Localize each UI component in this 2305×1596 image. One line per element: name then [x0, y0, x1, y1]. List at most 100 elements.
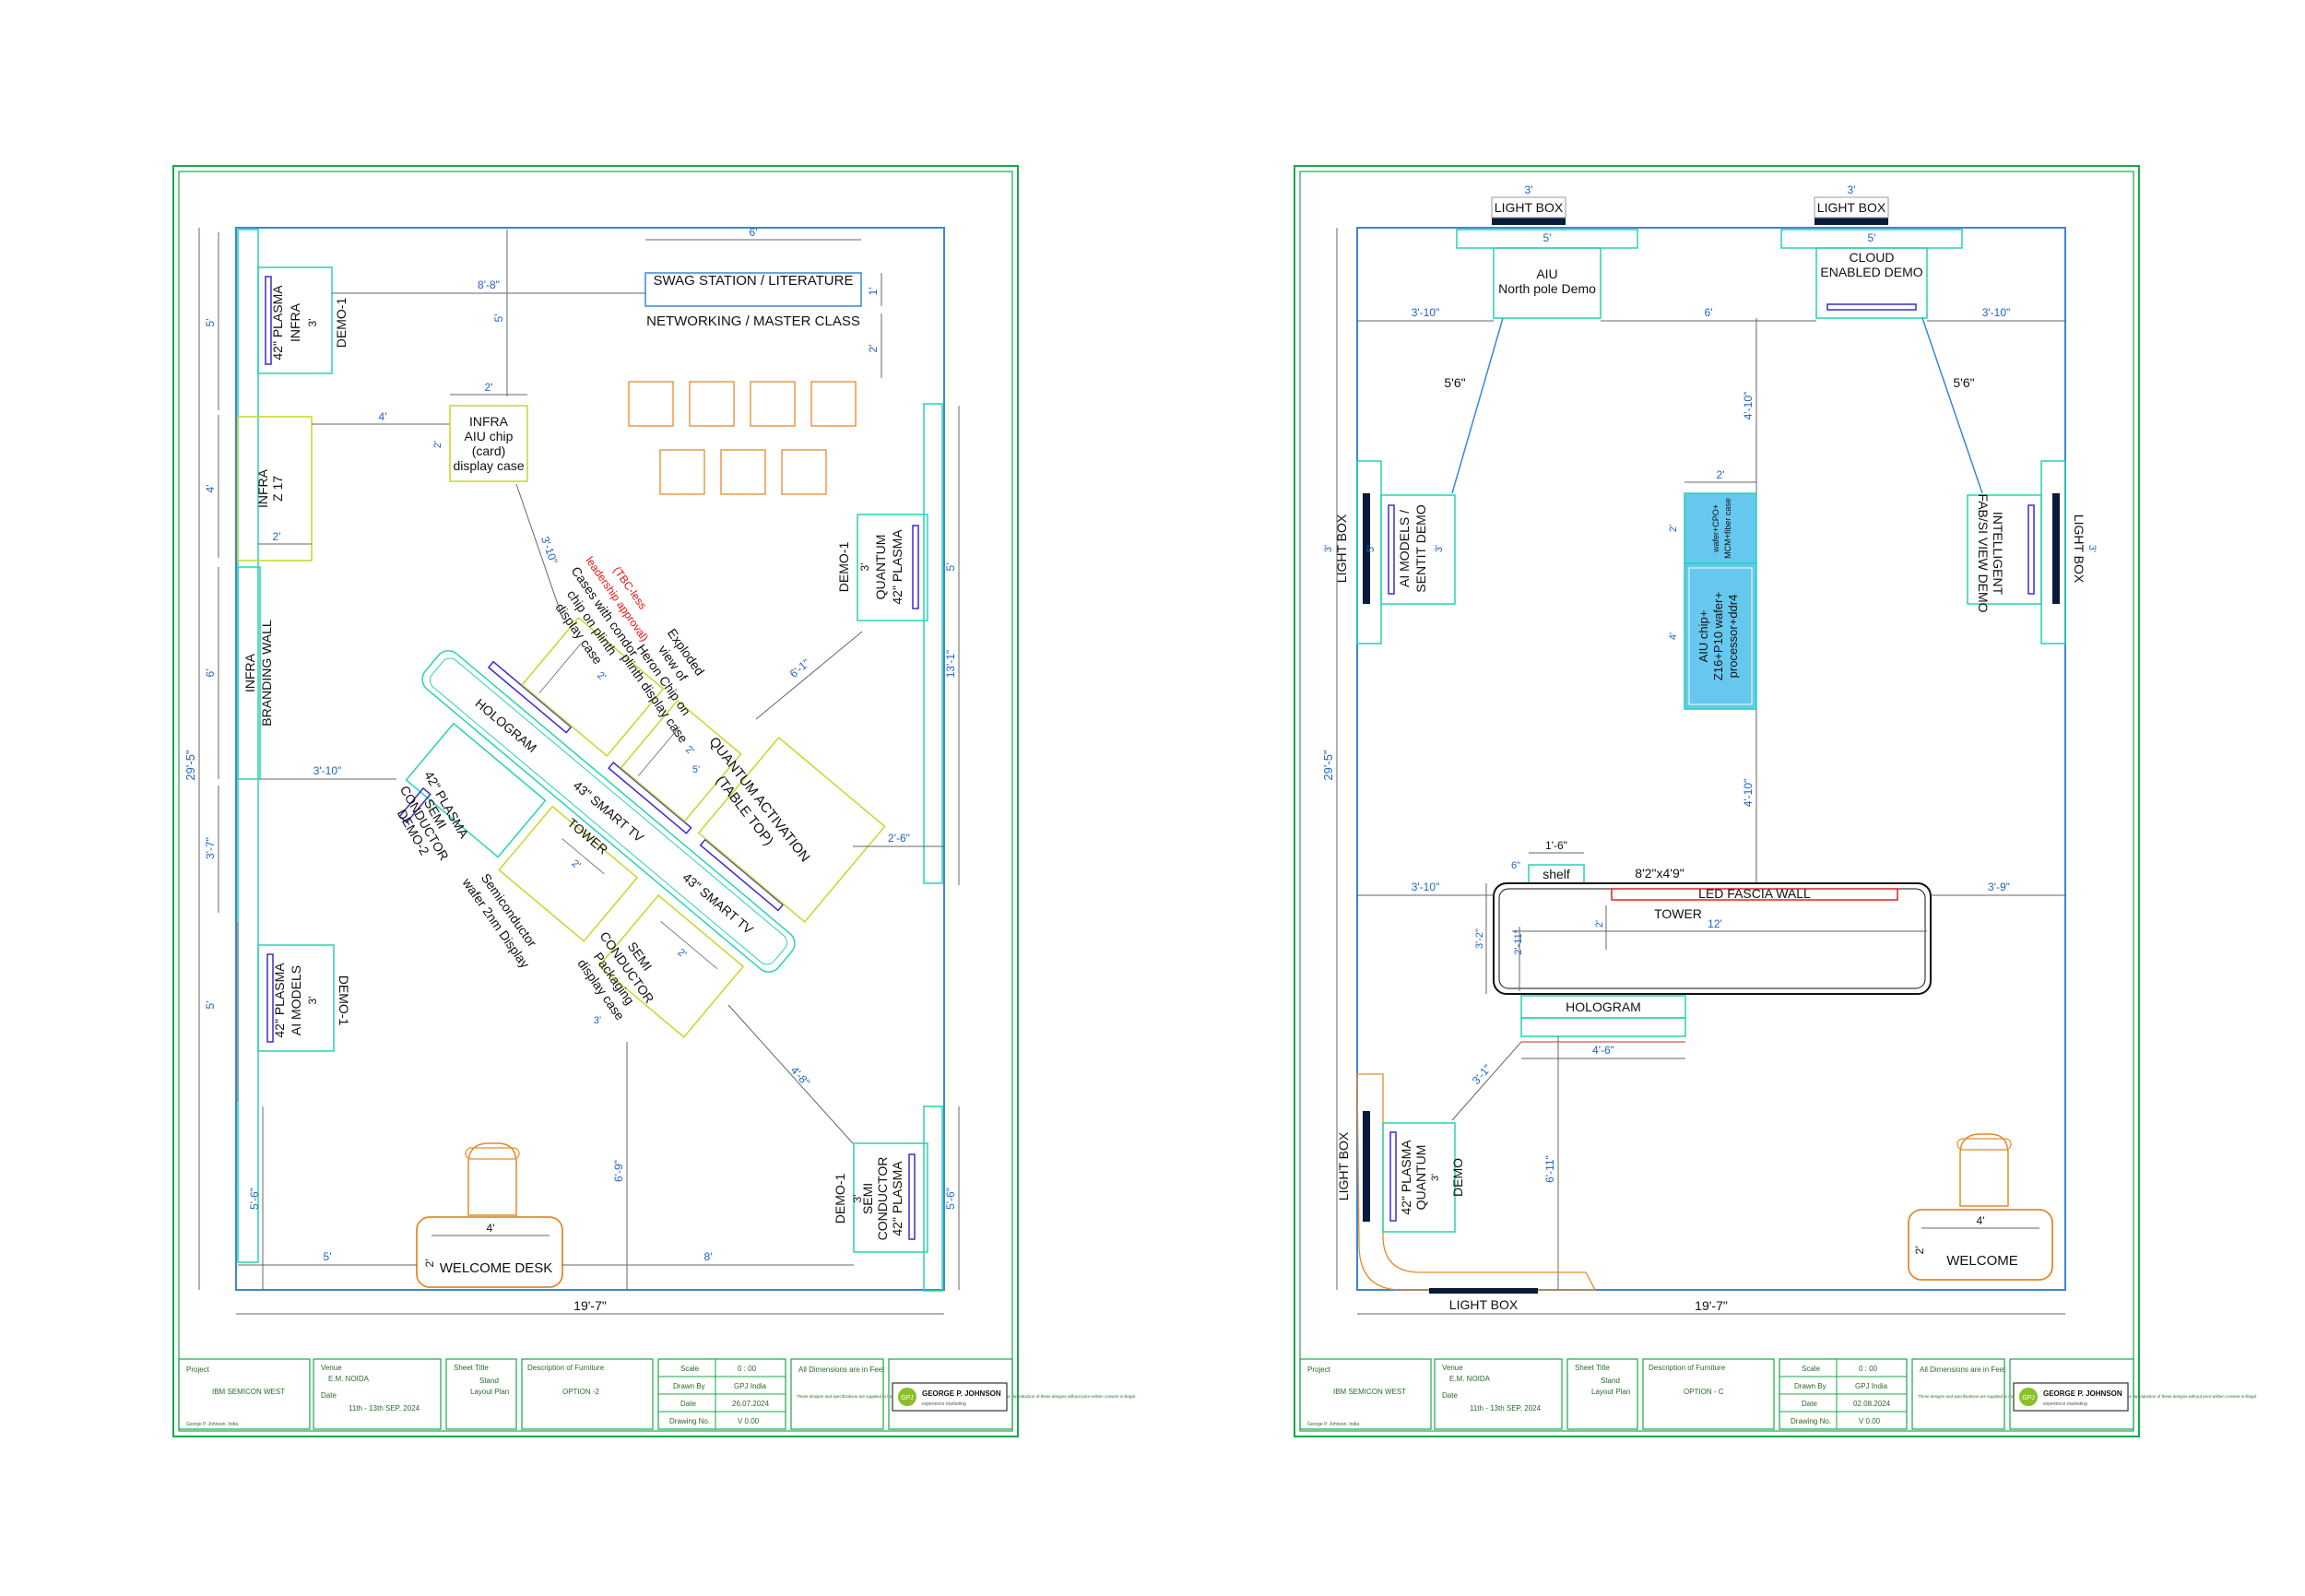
svg-text:3': 3': [306, 319, 319, 327]
svg-text:IBM SEMICON WEST: IBM SEMICON WEST: [1333, 1388, 1406, 1396]
right-wall-strip-lower: [923, 1105, 943, 1292]
svg-text:Drawn By: Drawn By: [1794, 1382, 1826, 1390]
svg-text:Venue: Venue: [1442, 1364, 1463, 1372]
svg-text:4': 4': [379, 410, 387, 423]
semi-plasma-demo2: [405, 722, 547, 858]
svg-text:Drawn By: Drawn By: [673, 1382, 705, 1390]
svg-text:8'2"x4'9": 8'2"x4'9": [1635, 866, 1684, 881]
svg-text:(card): (card): [472, 443, 506, 458]
svg-text:CLOUD: CLOUD: [1849, 250, 1894, 265]
hologram-screen: [487, 660, 573, 734]
svg-text:LIGHT BOX: LIGHT BOX: [1817, 200, 1886, 215]
svg-text:SEMI: SEMI: [860, 1183, 875, 1214]
svg-text:2': 2': [595, 670, 608, 683]
light-box-top-2: [1814, 218, 1888, 225]
svg-text:4': 4': [204, 485, 217, 493]
svg-text:3': 3': [1525, 183, 1533, 196]
svg-text:Project: Project: [1307, 1365, 1331, 1374]
intelligent-fab-demo: [1967, 494, 2042, 605]
svg-text:QUANTUM ACTIVATION: QUANTUM ACTIVATION: [705, 734, 812, 865]
svg-text:2': 2': [570, 858, 583, 871]
infra-aiu-display-case: [449, 405, 528, 482]
svg-text:3': 3': [2086, 545, 2098, 552]
svg-text:2': 2': [1717, 468, 1725, 481]
svg-text:OPTION -2: OPTION -2: [562, 1388, 600, 1396]
svg-text:2': 2': [1668, 525, 1679, 532]
svg-text:GPJ: GPJ: [2022, 1395, 2035, 1401]
dim-29-5: 29'-5": [183, 750, 197, 781]
svg-text:E.M. NOIDA: E.M. NOIDA: [328, 1375, 370, 1383]
svg-text:6': 6': [750, 226, 758, 239]
cloud-enabled-demo: [1815, 247, 1928, 319]
light-box-top-1: [1492, 218, 1566, 225]
svg-text:DEMO-1: DEMO-1: [337, 975, 351, 1026]
svg-text:2': 2': [273, 530, 281, 543]
svg-text:5': 5': [692, 764, 700, 775]
svg-text:LIGHT BOX: LIGHT BOX: [1495, 200, 1564, 215]
svg-text:BRANDING WALL: BRANDING WALL: [259, 620, 274, 727]
networking-seats: [628, 381, 857, 495]
svg-text:wafer+CPO+: wafer+CPO+: [1711, 504, 1720, 553]
svg-text:11th - 13th SEP, 2024: 11th - 13th SEP, 2024: [349, 1404, 420, 1413]
svg-text:Stand: Stand: [479, 1377, 499, 1385]
svg-text:0 : 00: 0 : 00: [1859, 1365, 1878, 1373]
smart-tv-2: [699, 838, 785, 912]
svg-text:Date: Date: [680, 1400, 696, 1408]
svg-text:3': 3': [594, 1015, 601, 1026]
quantum-plasma-demo: [1382, 1122, 1456, 1233]
wafer-cpo-case: [1684, 492, 1757, 564]
svg-text:29'-5": 29'-5": [1321, 750, 1335, 781]
packaging-case: [597, 894, 745, 1038]
svg-text:TOWER: TOWER: [1654, 906, 1702, 921]
svg-text:GEORGE P. JOHNSON: GEORGE P. JOHNSON: [922, 1389, 1001, 1398]
svg-text:3'-7": 3'-7": [204, 837, 217, 859]
svg-text:Venue: Venue: [321, 1364, 342, 1372]
svg-text:6': 6': [204, 669, 217, 678]
svg-text:42" PLASMA: 42" PLASMA: [272, 963, 287, 1038]
svg-text:4': 4': [487, 1222, 495, 1235]
svg-text:experience marketing: experience marketing: [2043, 1401, 2087, 1407]
svg-text:QUANTUM: QUANTUM: [1413, 1145, 1428, 1211]
svg-text:0 : 00: 0 : 00: [738, 1365, 757, 1373]
svg-text:V 0.00: V 0.00: [1859, 1417, 1881, 1425]
sheet-left: 29'-5" 19'-7" 5' 4' 6' 3'-7" 5' 5'-6" 42…: [172, 165, 1136, 1437]
svg-text:5': 5': [492, 314, 505, 323]
svg-text:3'-10": 3'-10": [1412, 881, 1440, 893]
svg-text:4': 4': [1977, 1214, 1985, 1227]
svg-text:5': 5': [944, 563, 957, 572]
gpj-logo-icon: [2019, 1388, 2038, 1406]
svg-text:12': 12': [1708, 917, 1722, 930]
svg-text:IBM SEMICON WEST: IBM SEMICON WEST: [212, 1388, 285, 1396]
svg-text:3': 3': [851, 1195, 864, 1203]
svg-text:6': 6': [1705, 306, 1713, 319]
svg-text:All Dimensions are in Feet: All Dimensions are in Feet: [798, 1365, 885, 1374]
svg-text:2': 2': [432, 441, 443, 448]
svg-text:HOLOGRAM: HOLOGRAM: [1566, 999, 1641, 1014]
svg-text:2': 2': [867, 345, 880, 353]
ai-models-sentit-demo: [1380, 494, 1456, 605]
svg-text:INFRA: INFRA: [242, 653, 257, 692]
quantum-activation-table: [697, 736, 886, 923]
welcome-desk: [416, 1216, 563, 1288]
svg-text:GPJ: GPJ: [901, 1395, 914, 1401]
right-wall-strip: [923, 403, 943, 884]
swag-station: [644, 272, 862, 307]
svg-text:4': 4': [1668, 632, 1679, 640]
svg-text:GPJ India: GPJ India: [734, 1382, 767, 1390]
svg-text:ENABLED DEMO: ENABLED DEMO: [1820, 265, 1922, 279]
svg-text:AIU chip: AIU chip: [465, 429, 514, 443]
svg-text:All Dimensions are in Feet: All Dimensions are in Feet: [1920, 1365, 2006, 1374]
ai-models-plasma-station: [257, 944, 335, 1052]
svg-text:2': 2': [1913, 1247, 1926, 1255]
svg-text:3': 3': [858, 563, 871, 572]
svg-text:SENTIT DEMO: SENTIT DEMO: [1413, 504, 1428, 593]
svg-text:DEMO-1: DEMO-1: [836, 542, 851, 593]
condor-case: [521, 616, 665, 757]
svg-text:5': 5': [1365, 545, 1377, 552]
svg-text:5': 5': [204, 1001, 217, 1010]
svg-text:INFRA: INFRA: [288, 302, 302, 342]
svg-text:AI MODELS /: AI MODELS /: [1397, 510, 1412, 587]
svg-text:Drawing No.: Drawing No.: [669, 1417, 710, 1425]
svg-text:3'-9": 3'-9": [1988, 881, 2010, 893]
light-box-left: [1363, 493, 1370, 604]
